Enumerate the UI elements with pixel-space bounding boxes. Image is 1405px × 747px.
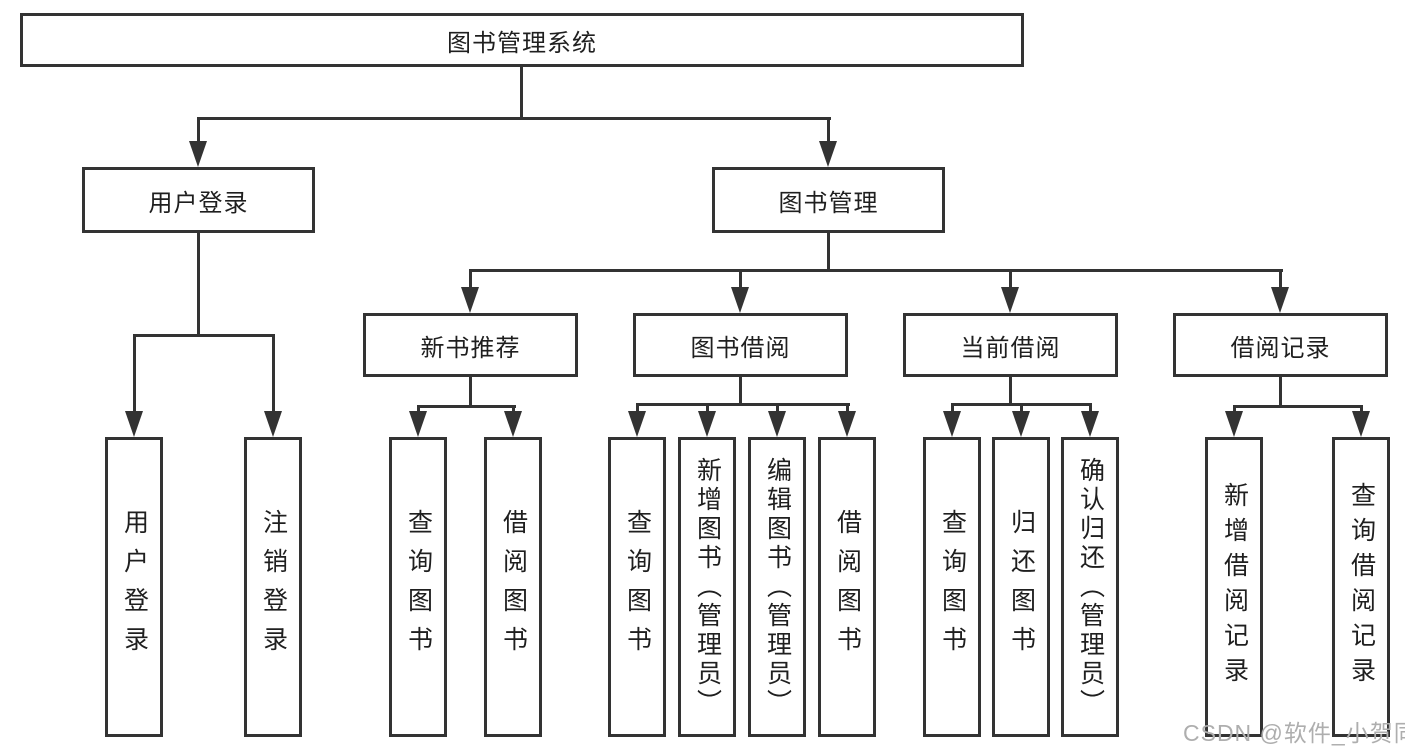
- leaf-logout: 注销登录: [244, 437, 302, 737]
- leaf-bor-add-book: 新增图书（管理员）: [678, 437, 736, 737]
- leaf-user-login: 用户登录: [105, 437, 163, 737]
- leaf-cur-query-book-label: 查询图书: [938, 509, 967, 665]
- node-new-book-rec-label: 新书推荐: [420, 334, 521, 362]
- connector-drop-book-borrow: [739, 269, 742, 293]
- connector-book-mgmt-stem: [827, 233, 830, 272]
- connector-borrow-record-stem: [1279, 377, 1282, 408]
- node-book-mgmt: 图书管理: [712, 167, 945, 233]
- leaf-bor-borrow-book-label: 借阅图书: [833, 509, 862, 665]
- connector-drop-cur-return: [1020, 403, 1023, 415]
- arrow-down-icon: [1012, 411, 1030, 437]
- leaf-rcd-add-record-label: 新增借阅记录: [1220, 482, 1249, 692]
- node-new-book-rec: 新书推荐: [363, 313, 578, 377]
- arrow-down-icon: [768, 411, 786, 437]
- connector-drop-bor-query: [636, 403, 639, 415]
- connector-drop-bor-add: [706, 403, 709, 415]
- arrow-down-icon: [1271, 287, 1289, 313]
- leaf-cur-return-book-label: 归还图书: [1007, 509, 1036, 665]
- leaf-rec-borrow-book: 借阅图书: [484, 437, 542, 737]
- arrow-down-icon: [838, 411, 856, 437]
- connector-drop-new-book-rec: [469, 269, 472, 293]
- leaf-rcd-query-record-label: 查询借阅记录: [1347, 482, 1376, 692]
- connector-book-borrow-bus: [636, 403, 850, 406]
- connector-drop-bor-edit: [776, 403, 779, 415]
- node-book-borrow: 图书借阅: [633, 313, 848, 377]
- arrow-down-icon: [504, 411, 522, 437]
- arrow-down-icon: [628, 411, 646, 437]
- connector-book-borrow-stem: [739, 377, 742, 406]
- node-user-login-label: 用户登录: [148, 189, 249, 217]
- arrow-down-icon: [819, 141, 837, 167]
- arrow-down-icon: [1225, 411, 1243, 437]
- connector-book-mgmt-bus: [469, 269, 1283, 272]
- connector-drop-cur-confirm: [1089, 403, 1092, 415]
- connector-drop-cur-query: [951, 403, 954, 415]
- connector-new-book-rec-bus: [417, 405, 516, 408]
- arrow-down-icon: [1001, 287, 1019, 313]
- leaf-cur-query-book: 查询图书: [923, 437, 981, 737]
- leaf-rcd-add-record: 新增借阅记录: [1205, 437, 1263, 737]
- leaf-user-login-label: 用户登录: [120, 509, 149, 665]
- leaf-bor-query-book: 查询图书: [608, 437, 666, 737]
- leaf-cur-confirm-return: 确认归还（管理员）: [1061, 437, 1119, 737]
- node-current-borrow-label: 当前借阅: [960, 334, 1061, 362]
- node-root-label: 图书管理系统: [447, 29, 597, 57]
- node-current-borrow: 当前借阅: [903, 313, 1118, 377]
- node-borrow-record: 借阅记录: [1173, 313, 1388, 377]
- connector-drop-rcd-query: [1360, 405, 1363, 415]
- leaf-rcd-query-record: 查询借阅记录: [1332, 437, 1390, 737]
- arrow-down-icon: [698, 411, 716, 437]
- connector-drop-rec-query: [417, 405, 420, 415]
- connector-user-login-stem: [197, 233, 200, 336]
- leaf-bor-edit-book-label: 编辑图书（管理员）: [763, 456, 792, 718]
- arrow-down-icon: [731, 287, 749, 313]
- connector-root-bus: [197, 117, 831, 120]
- csdn-watermark: CSDN @软件_小贺同学: [1183, 720, 1405, 746]
- connector-drop-logout-leaf: [272, 334, 275, 413]
- leaf-bor-borrow-book: 借阅图书: [818, 437, 876, 737]
- connector-drop-rcd-add: [1233, 405, 1236, 415]
- arrow-down-icon: [125, 411, 143, 437]
- node-book-mgmt-label: 图书管理: [778, 189, 879, 217]
- connector-root-stem: [520, 66, 523, 119]
- arrow-down-icon: [409, 411, 427, 437]
- connector-drop-current-borrow: [1009, 269, 1012, 293]
- leaf-bor-edit-book: 编辑图书（管理员）: [748, 437, 806, 737]
- connector-user-login-bus: [133, 334, 275, 337]
- arrow-down-icon: [943, 411, 961, 437]
- leaf-rec-query-book-label: 查询图书: [404, 509, 433, 665]
- connector-drop-book-mgmt: [827, 117, 830, 145]
- connector-borrow-record-bus: [1233, 405, 1363, 408]
- arrow-down-icon: [461, 287, 479, 313]
- node-borrow-record-label: 借阅记录: [1230, 334, 1331, 362]
- leaf-rec-query-book: 查询图书: [389, 437, 447, 737]
- leaf-rec-borrow-book-label: 借阅图书: [499, 509, 528, 665]
- arrow-down-icon: [264, 411, 282, 437]
- connector-drop-user-login: [197, 117, 200, 145]
- leaf-cur-return-book: 归还图书: [992, 437, 1050, 737]
- leaf-cur-confirm-return-label: 确认归还（管理员）: [1076, 456, 1105, 718]
- node-book-borrow-label: 图书借阅: [690, 334, 791, 362]
- leaf-bor-add-book-label: 新增图书（管理员）: [693, 456, 722, 718]
- arrow-down-icon: [1352, 411, 1370, 437]
- connector-drop-bor-borrow: [846, 403, 849, 415]
- connector-drop-login-leaf: [133, 334, 136, 413]
- connector-new-book-rec-stem: [469, 377, 472, 408]
- node-root: 图书管理系统: [20, 13, 1024, 67]
- node-user-login: 用户登录: [82, 167, 315, 233]
- leaf-bor-query-book-label: 查询图书: [623, 509, 652, 665]
- arrow-down-icon: [1081, 411, 1099, 437]
- connector-drop-borrow-record: [1279, 269, 1282, 293]
- connector-current-borrow-stem: [1009, 377, 1012, 406]
- connector-drop-rec-borrow: [512, 405, 515, 415]
- arrow-down-icon: [189, 141, 207, 167]
- leaf-logout-label: 注销登录: [259, 509, 288, 665]
